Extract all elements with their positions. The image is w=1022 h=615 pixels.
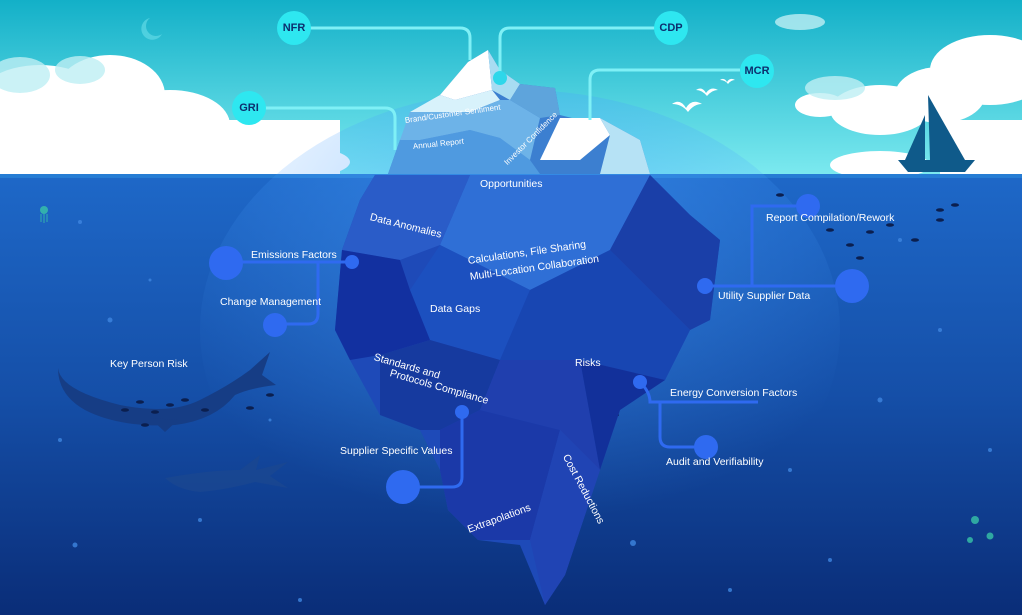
label-energy-conversion-factors: Energy Conversion Factors [670, 387, 798, 399]
node-cdp[interactable]: CDP [659, 22, 683, 34]
whale-icon [58, 352, 276, 432]
brand-connector-dot [493, 71, 507, 85]
jellyfish-icon [40, 206, 994, 543]
top-nodes [232, 11, 774, 125]
label-supplier-specific-values: Supplier Specific Values [340, 445, 453, 457]
label-key-person-risk: Key Person Risk [110, 358, 188, 370]
iceberg-underwater [335, 175, 720, 605]
top-connectors [265, 26, 740, 150]
iceberg-tip [388, 50, 650, 174]
label-risks: Risks [575, 357, 601, 369]
sailboat-icon [898, 95, 975, 172]
label-emissions-factors: Emissions Factors [251, 249, 337, 261]
moon-icon [141, 18, 162, 40]
label-data-gaps: Data Gaps [430, 303, 481, 315]
label-opportunities: Opportunities [480, 178, 543, 190]
shark-icon [165, 455, 288, 492]
node-nfr[interactable]: NFR [282, 22, 306, 34]
node-mcr[interactable]: MCR [744, 65, 770, 77]
label-change-management: Change Management [220, 296, 321, 308]
label-report-compilation: Report Compilation/Rework [766, 212, 895, 224]
node-gri[interactable]: GRI [239, 102, 259, 114]
seagull-icon [672, 78, 735, 112]
connector-nodes [209, 194, 869, 504]
label-utility-supplier-data: Utility Supplier Data [718, 290, 811, 302]
clouds-right-light [775, 14, 865, 100]
label-audit-verifiability: Audit and Verifiability [666, 456, 764, 468]
clouds-left-shadow [0, 56, 105, 93]
